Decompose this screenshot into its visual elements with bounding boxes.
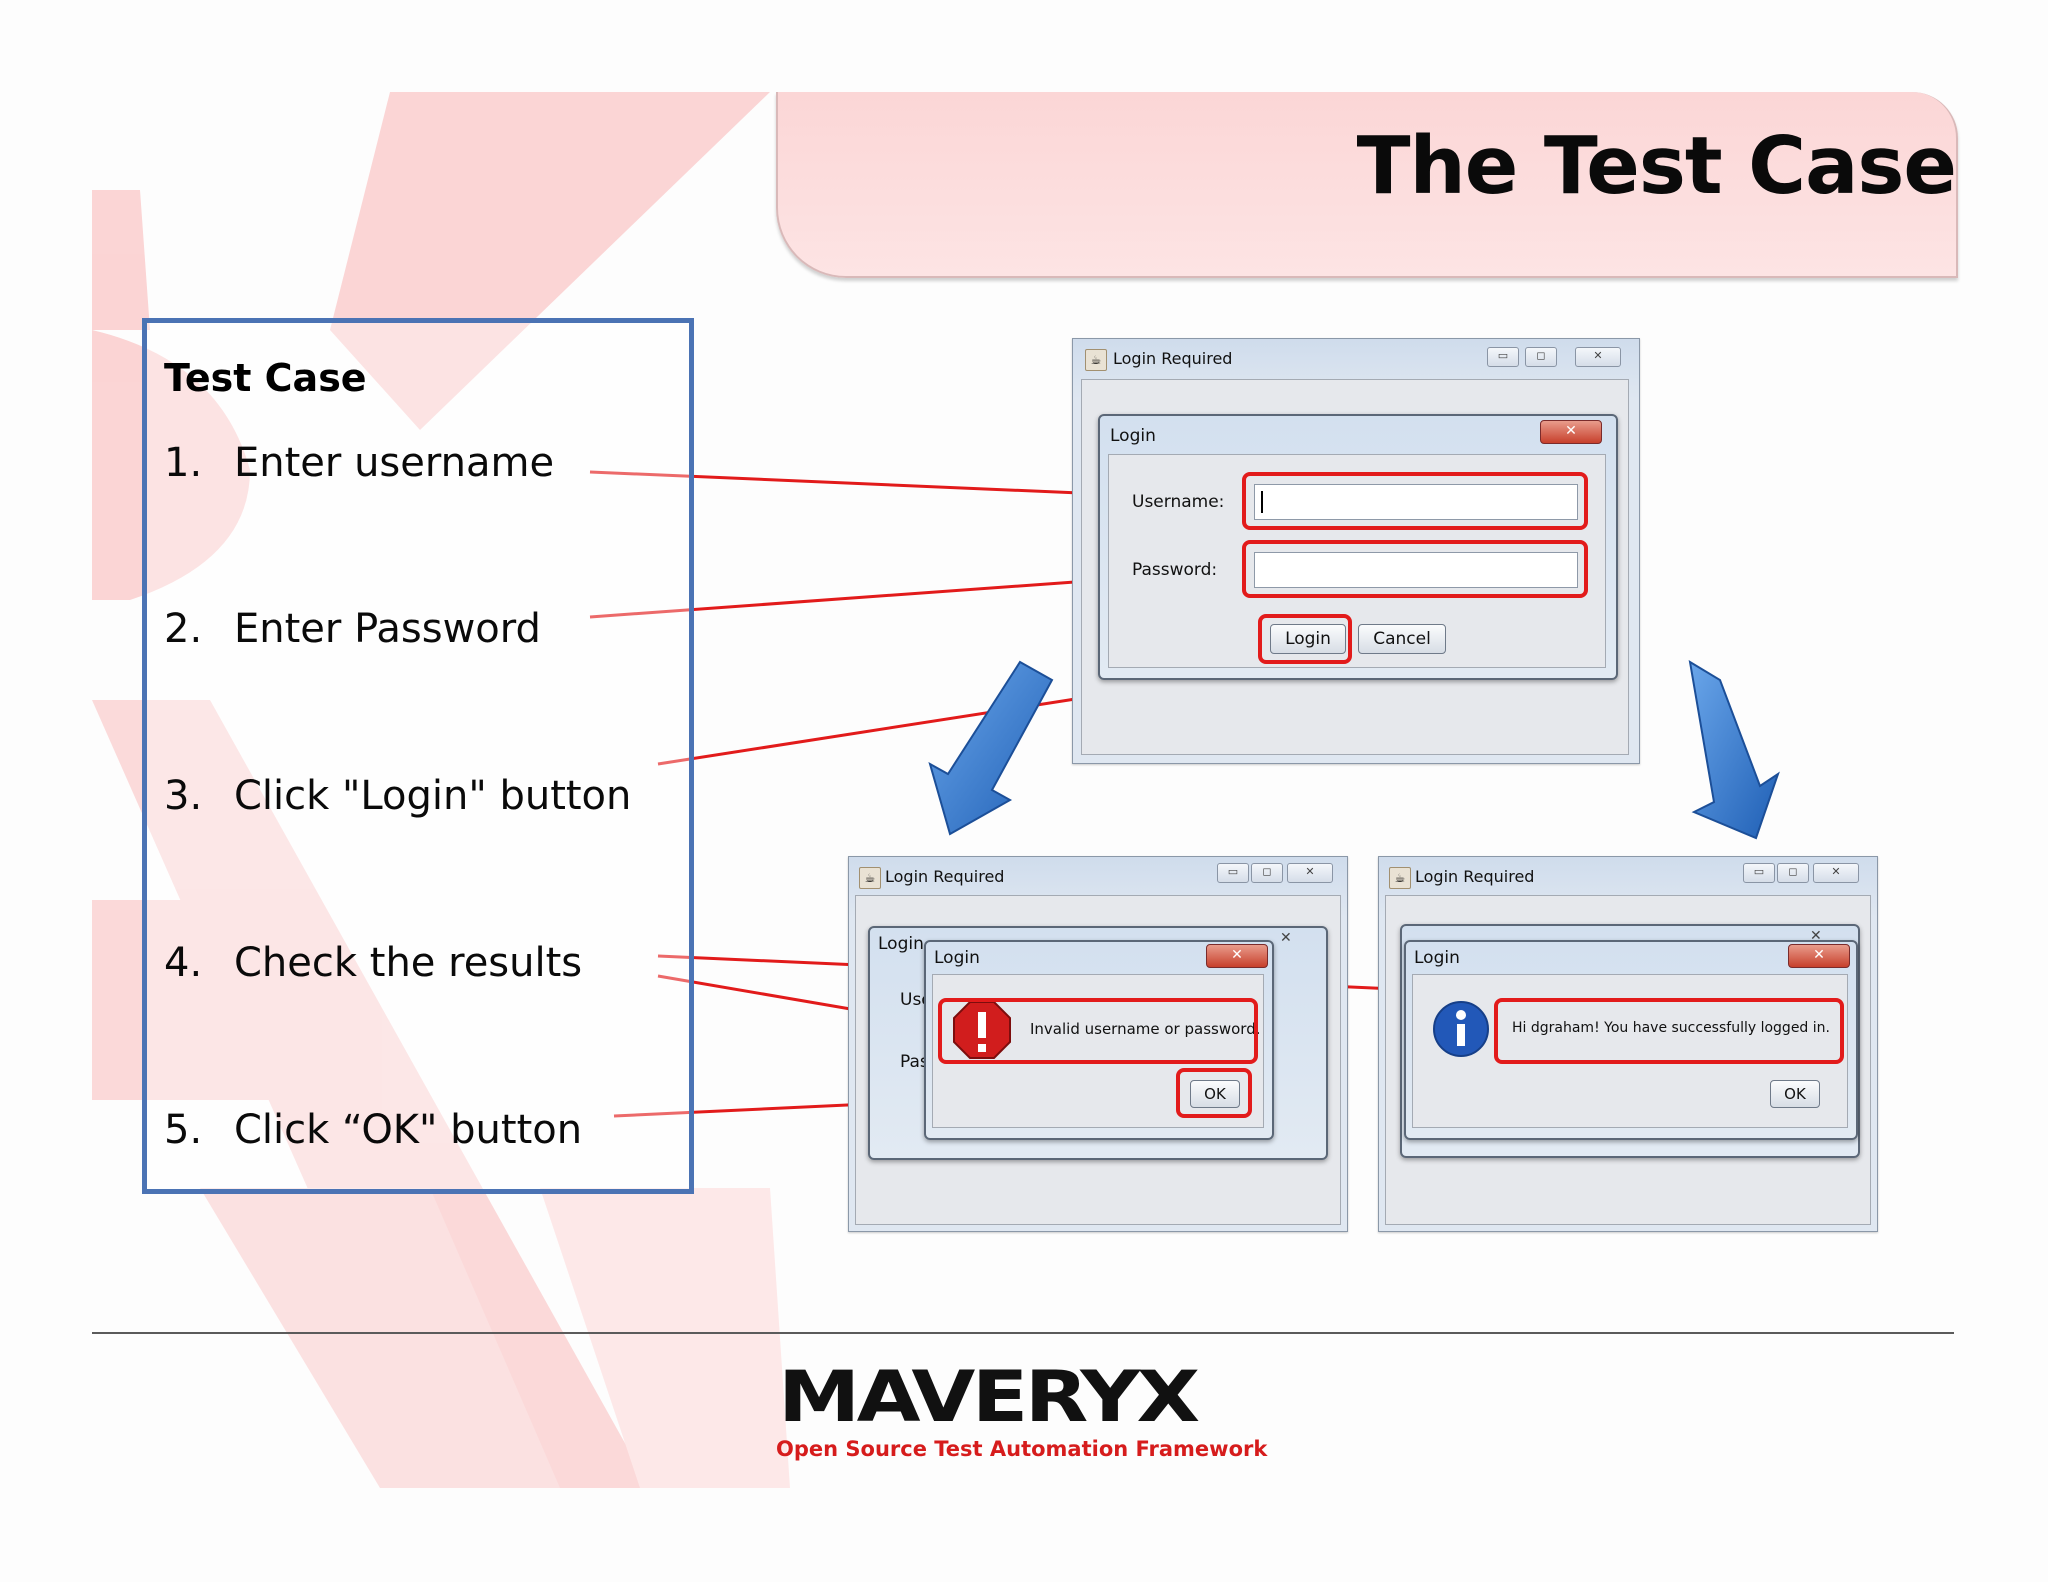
login-button[interactable]: Login (1270, 624, 1346, 654)
minimize-icon[interactable]: ▭ (1217, 863, 1249, 883)
username-label: Use (900, 990, 932, 1010)
username-label: Username: (1132, 492, 1225, 512)
close-icon[interactable]: ✕ (1206, 944, 1268, 968)
ok-button-highlight (1176, 1068, 1252, 1118)
maximize-icon[interactable]: ◻ (1251, 863, 1283, 883)
step-1: 1. Enter username (164, 440, 554, 486)
login-button-highlight (1258, 614, 1352, 664)
test-case-panel (142, 318, 694, 1194)
step-number: 5. (164, 1107, 203, 1153)
error-message-highlight (938, 998, 1258, 1064)
password-input[interactable] (1254, 552, 1578, 588)
window-title: Login Required (1415, 867, 1535, 886)
maximize-icon[interactable]: ◻ (1525, 347, 1557, 367)
java-cup-icon: ☕ (859, 867, 881, 889)
close-icon[interactable]: ✕ (1813, 863, 1859, 883)
password-label: Pas (900, 1052, 929, 1072)
minimize-icon[interactable]: ▭ (1487, 347, 1519, 367)
footer-divider (92, 1332, 1954, 1334)
minimize-icon[interactable]: ▭ (1743, 863, 1775, 883)
close-icon[interactable]: ✕ (1280, 930, 1292, 946)
java-cup-icon: ☕ (1389, 867, 1411, 889)
username-input[interactable] (1254, 484, 1578, 520)
dialog-title: Login (934, 948, 980, 968)
slide-title: The Test Case (1356, 120, 1957, 212)
password-label: Password: (1132, 560, 1218, 580)
step-2: 2. Enter Password (164, 606, 541, 652)
password-highlight (1242, 540, 1588, 598)
step-3: 3. Click "Login" button (164, 773, 631, 819)
success-message: Hi dgraham! You have successfully logged… (1512, 1020, 1830, 1036)
success-dialog: Login ✕ Hi dgraham! You have successfull… (1404, 940, 1858, 1140)
test-case-heading: Test Case (164, 356, 367, 400)
step-number: 3. (164, 773, 203, 819)
close-icon[interactable]: ✕ (1810, 928, 1822, 944)
watermark-x-logo (92, 92, 790, 1488)
info-icon (1433, 1001, 1489, 1057)
close-icon[interactable]: ✕ (1540, 420, 1602, 444)
dialog-title: Login (878, 934, 924, 954)
text-cursor (1261, 491, 1263, 513)
maximize-icon[interactable]: ◻ (1777, 863, 1809, 883)
username-highlight (1242, 472, 1588, 530)
error-icon (953, 1001, 1011, 1059)
close-icon[interactable]: ✕ (1287, 863, 1333, 883)
ok-button[interactable]: OK (1190, 1080, 1240, 1108)
step-number: 1. (164, 440, 203, 486)
step-text: Check the results (234, 940, 583, 986)
close-icon[interactable]: ✕ (1575, 347, 1621, 367)
step-5: 5. Click “OK" button (164, 1107, 582, 1153)
step-text: Enter username (234, 440, 555, 486)
close-icon[interactable]: ✕ (1788, 944, 1850, 968)
dialog-title: Login (1110, 426, 1156, 446)
down-arrow-icon (928, 660, 1054, 836)
logo-tagline: Open Source Test Automation Framework (776, 1437, 1268, 1461)
step-number: 4. (164, 940, 203, 986)
step-4: 4. Check the results (164, 940, 582, 986)
window-title: Login Required (1113, 349, 1233, 368)
success-message-highlight (1494, 998, 1844, 1064)
step-number: 2. (164, 606, 203, 652)
cancel-button[interactable]: Cancel (1358, 624, 1446, 654)
step-text: Enter Password (234, 606, 541, 652)
error-dialog: Login ✕ Invalid username or password. OK (924, 940, 1274, 1140)
step-text: Click “OK" button (234, 1107, 583, 1153)
maveryx-logo: MAVERYX (778, 1356, 1200, 1438)
down-arrow-icon (1688, 660, 1780, 840)
step-text: Click "Login" button (234, 773, 632, 819)
dialog-title: Login (1414, 948, 1460, 968)
window-title: Login Required (885, 867, 1005, 886)
ok-button[interactable]: OK (1770, 1080, 1820, 1108)
title-banner (776, 92, 1958, 278)
error-message: Invalid username or password. (1030, 1020, 1261, 1038)
login-dialog: Login ✕ Username: Password: Login Cancel (1098, 414, 1618, 680)
java-cup-icon: ☕ (1085, 349, 1107, 371)
